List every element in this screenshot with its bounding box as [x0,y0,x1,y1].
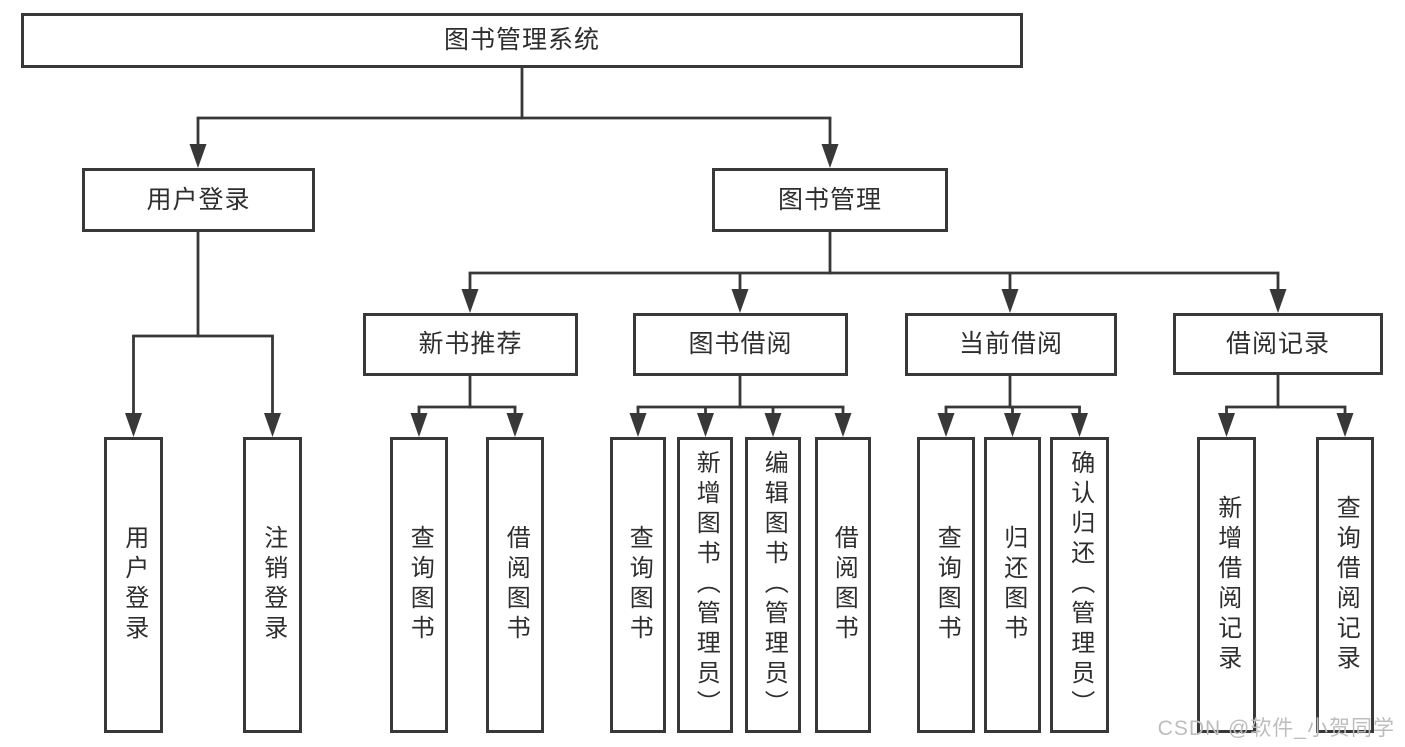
node-book-management-label: 图书管理 [777,185,882,214]
node-borrow-records-label: 借阅记录 [1225,329,1330,358]
leaf-query-borrow-record-label: 查询借阅记录 [1332,495,1360,675]
leaf-borrow-books-2: 借阅图书 [815,437,871,733]
connector-new-book-to-leaves [410,374,524,437]
leaf-query-books-2: 查询图书 [610,437,666,733]
leaf-query-borrow-record: 查询借阅记录 [1316,437,1374,733]
leaf-logout-label: 注销登录 [259,525,287,645]
leaf-query-books-1: 查询图书 [390,437,448,733]
node-current-borrow: 当前借阅 [905,313,1117,376]
leaf-return-books-label: 归还图书 [999,525,1027,645]
leaf-query-books-2-label: 查询图书 [625,525,653,645]
leaf-logout: 注销登录 [243,437,302,733]
connector-book-borrow-to-leaves [629,374,852,437]
leaf-add-book-admin-label: 新增图书（管理员） [692,450,720,720]
leaf-borrow-books-1-label: 借阅图书 [502,525,530,645]
leaf-edit-book-admin: 编辑图书（管理员） [745,437,801,733]
connector-root-to-level2 [189,65,839,168]
leaf-query-books-1-label: 查询图书 [406,525,434,645]
leaf-confirm-return-admin-label: 确认归还（管理员） [1066,450,1094,720]
leaf-edit-book-admin-label: 编辑图书（管理员） [760,450,788,720]
leaf-user-login: 用户登录 [104,437,163,733]
leaf-add-borrow-record: 新增借阅记录 [1197,437,1256,733]
connector-borrow-records-to-leaves [1218,373,1354,437]
leaf-query-books-3: 查询图书 [917,437,975,733]
leaf-confirm-return-admin: 确认归还（管理员） [1050,437,1109,733]
node-book-management: 图书管理 [712,168,948,232]
leaf-add-borrow-record-label: 新增借阅记录 [1213,495,1241,675]
node-user-login: 用户登录 [82,168,315,232]
node-library-system-label: 图书管理系统 [443,26,600,54]
leaf-borrow-books-2-label: 借阅图书 [830,525,858,645]
leaf-user-login-label: 用户登录 [120,525,148,645]
node-library-system: 图书管理系统 [21,13,1023,68]
leaf-return-books: 归还图书 [984,437,1041,733]
node-new-book-recommend-label: 新书推荐 [418,330,523,358]
node-user-login-label: 用户登录 [146,185,251,214]
connector-user-login-to-leaves [125,230,281,437]
node-new-book-recommend: 新书推荐 [363,313,578,376]
node-book-borrow: 图书借阅 [633,313,848,376]
node-current-borrow-label: 当前借阅 [958,330,1063,358]
connector-current-borrow-to-leaves [937,374,1088,437]
leaf-add-book-admin: 新增图书（管理员） [677,437,733,733]
leaf-borrow-books-1: 借阅图书 [486,437,544,733]
leaf-query-books-3-label: 查询图书 [933,525,961,645]
node-borrow-records: 借阅记录 [1173,313,1383,375]
connector-book-management-to-level3 [461,230,1287,313]
node-book-borrow-label: 图书借阅 [688,330,793,358]
